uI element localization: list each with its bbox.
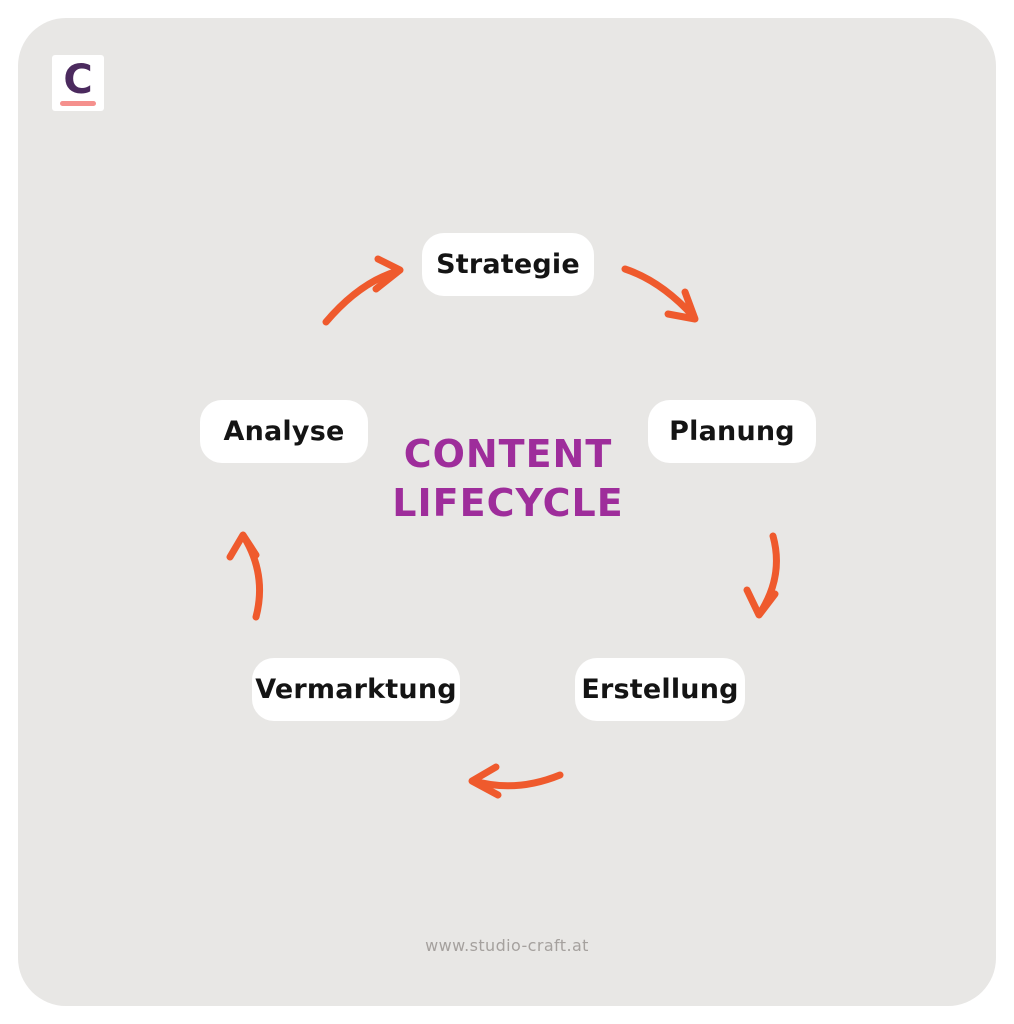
stage-pill-erstellung: Erstellung — [575, 658, 745, 721]
arrow-vermarktung-to-analyse-icon — [226, 531, 264, 621]
infographic-card — [18, 18, 996, 1006]
stage-pill-analyse: Analyse — [200, 400, 368, 463]
stage-label-vermarktung: Vermarktung — [255, 674, 457, 705]
arrow-erstellung-to-vermarktung-icon — [468, 763, 564, 799]
studio-craft-logo: C — [52, 55, 104, 111]
diagram-title: CONTENT LIFECYCLE — [348, 430, 668, 528]
arrow-planung-to-erstellung-icon — [743, 532, 780, 619]
stage-label-strategie: Strategie — [436, 249, 580, 280]
stage-label-erstellung: Erstellung — [581, 674, 739, 705]
title-line-2: LIFECYCLE — [392, 481, 624, 525]
stage-label-planung: Planung — [669, 416, 795, 447]
arrow-analyse-to-strategie-icon — [322, 255, 404, 326]
logo-letter-c: C — [63, 56, 93, 103]
title-line-1: CONTENT — [403, 432, 613, 476]
stage-pill-strategie: Strategie — [422, 233, 594, 296]
logo-underline-bar — [60, 100, 96, 106]
website-url: www.studio-craft.at — [425, 936, 589, 955]
arrow-strategie-to-planung-icon — [621, 265, 699, 323]
stage-label-analyse: Analyse — [223, 416, 345, 447]
stage-pill-planung: Planung — [648, 400, 816, 463]
stage-pill-vermarktung: Vermarktung — [252, 658, 460, 721]
